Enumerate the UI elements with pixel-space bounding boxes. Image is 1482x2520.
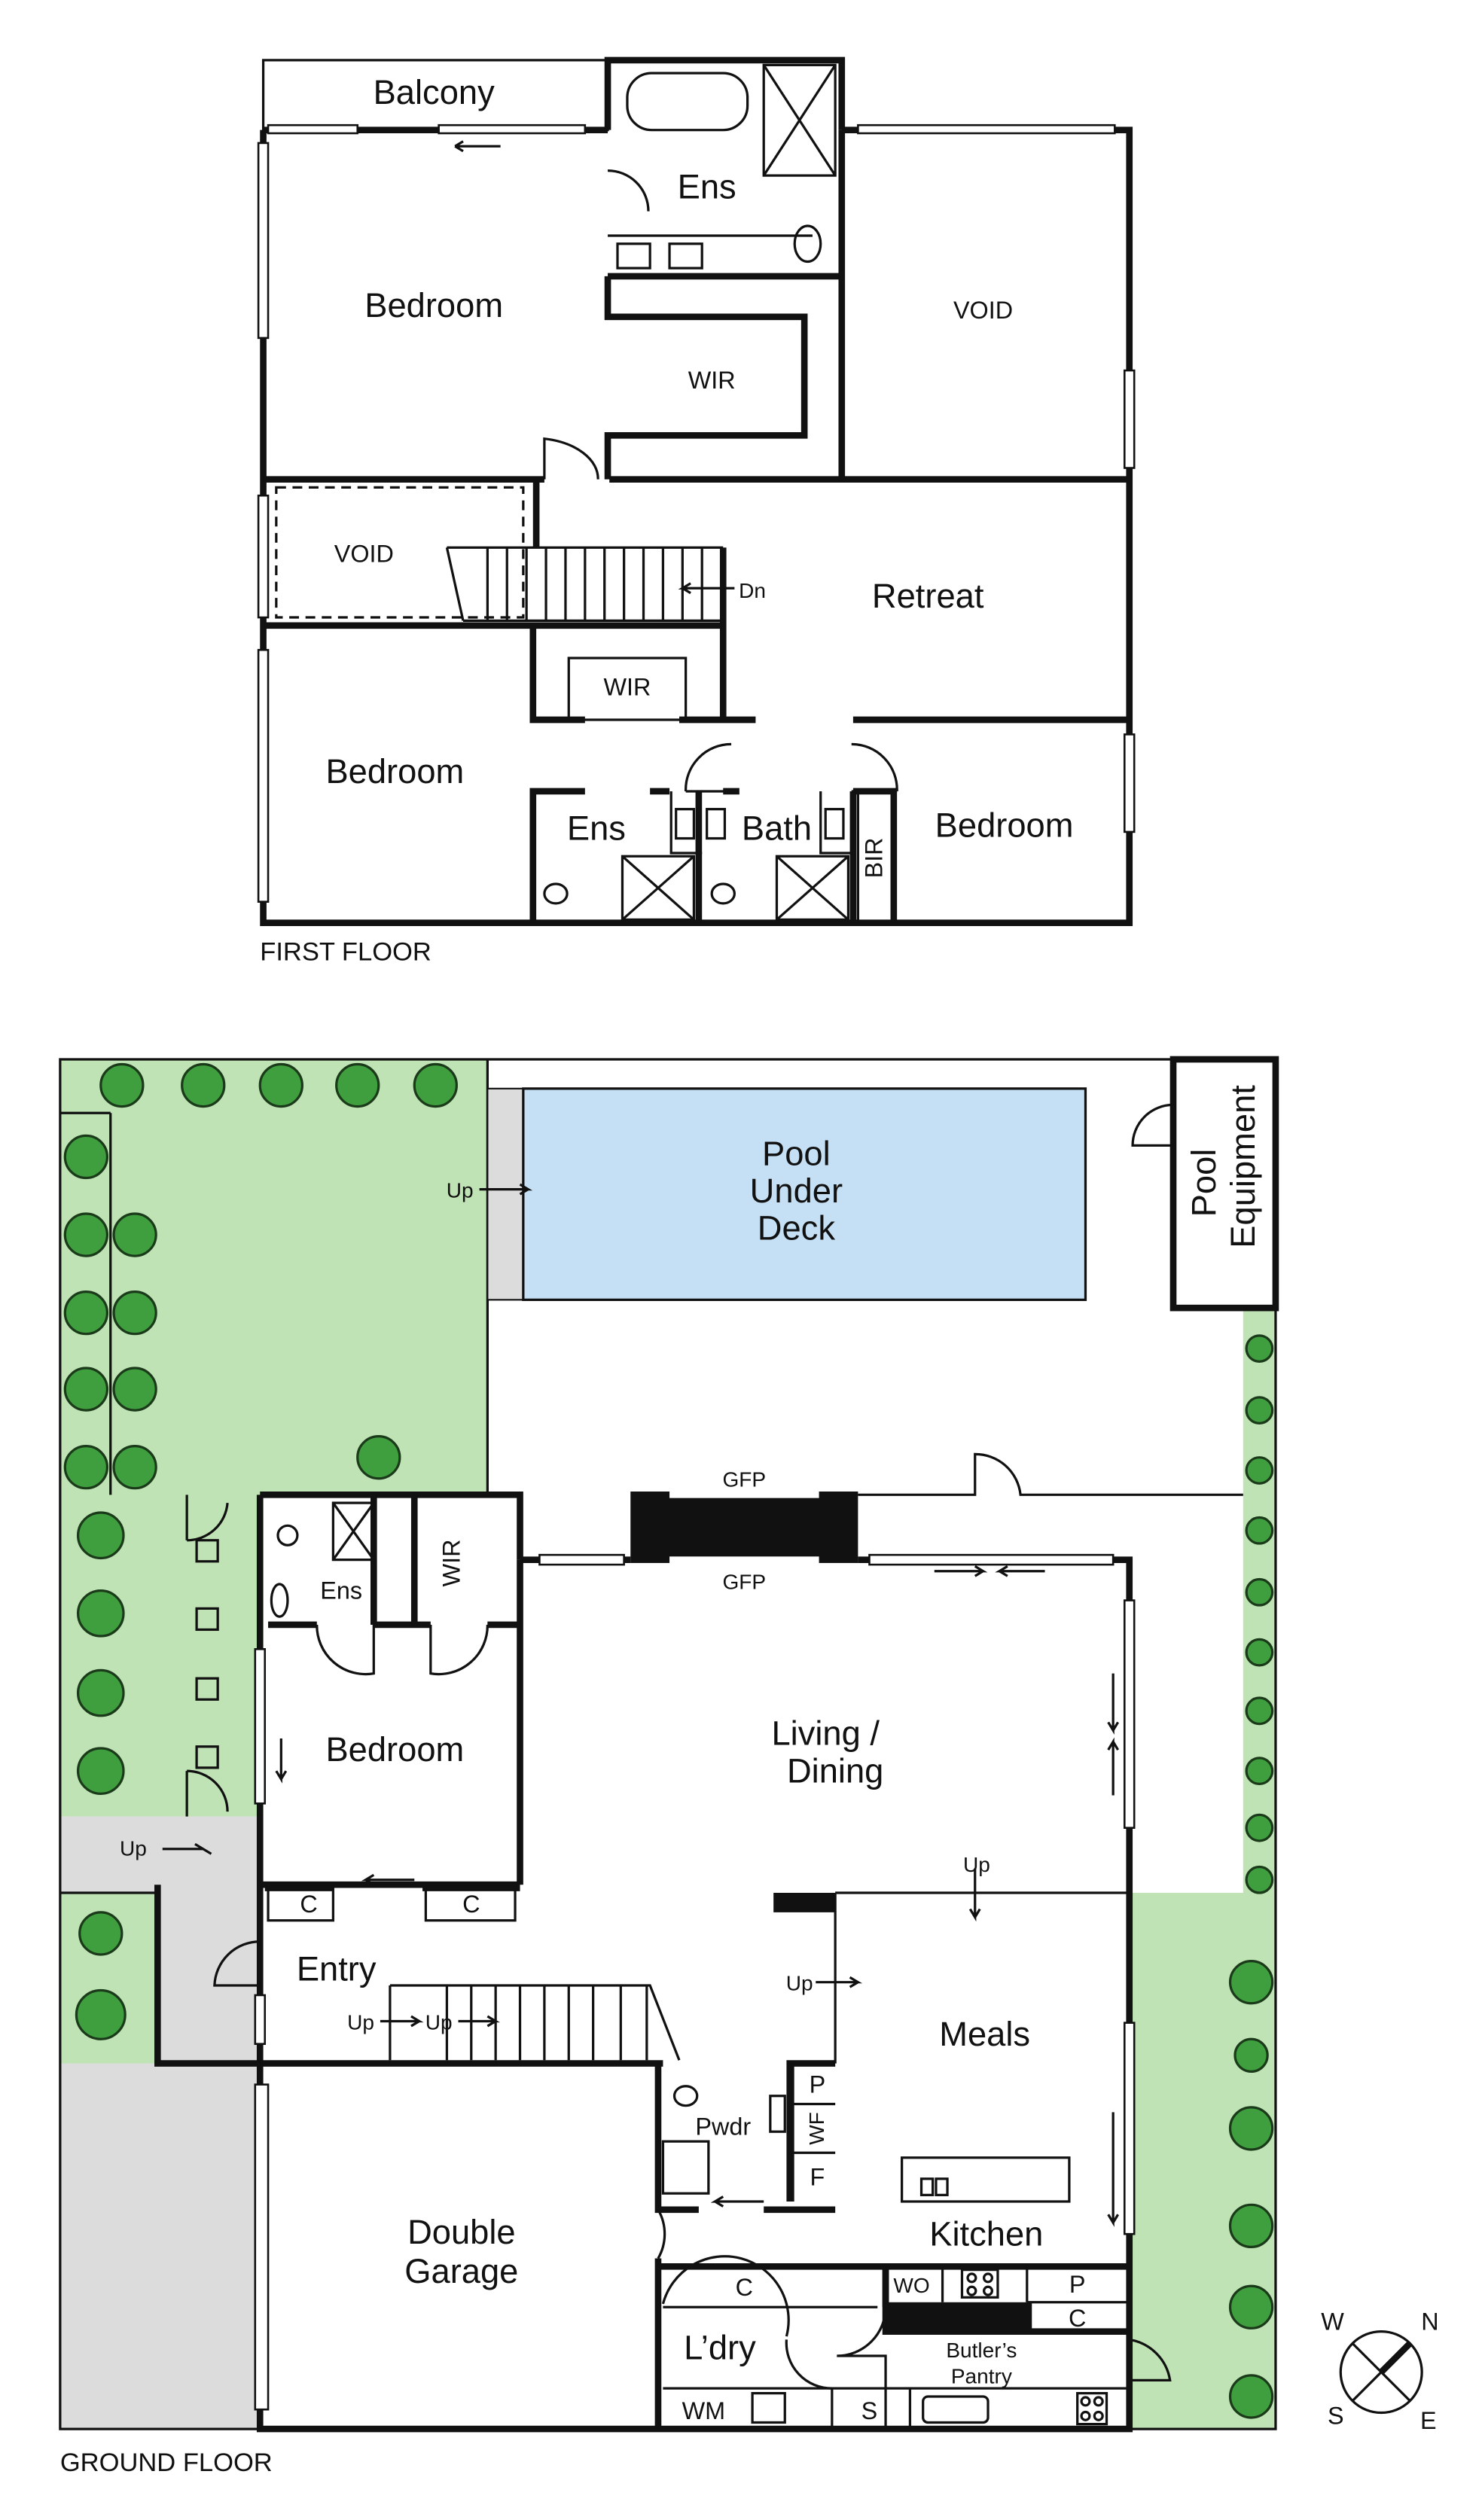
entry-up-label: Up (425, 2010, 453, 2034)
room-label-bedroom: Bedroom (325, 1730, 464, 1769)
room-label-living: Living / (771, 1714, 880, 1753)
room-label-laundry: L’dry (684, 2328, 756, 2366)
trees (63, 1062, 1274, 2419)
room-label-ensuite: Ens (320, 1577, 362, 1604)
pool (522, 1087, 1087, 1301)
shower (775, 855, 850, 922)
bathtub (626, 72, 749, 132)
fridge-label: F (810, 2163, 825, 2190)
pool-equipment-label: Pool (1185, 1149, 1223, 1217)
cupboard-label: C (300, 1891, 317, 1918)
kitchen-island (901, 2156, 1071, 2203)
pool-equipment-room (1169, 1056, 1279, 1312)
room-label-wir: WIR (603, 674, 651, 701)
gfp-label: GFP (722, 1570, 766, 1593)
room-label-garage: Garage (404, 2252, 518, 2290)
sink-label: S (861, 2397, 878, 2424)
room-label-kitchen: Kitchen (929, 2214, 1043, 2253)
compass-north: N (1421, 2308, 1438, 2335)
cupboard-label: C (736, 2274, 753, 2301)
wall-oven-label: WO (893, 2274, 929, 2297)
first-floor-plan: Balcony Ens Bedroom WIR VOID VOID Dn Ret… (257, 56, 1136, 966)
room-label-meals: Meals (939, 2015, 1030, 2053)
compass-west: W (1321, 2308, 1344, 2335)
living-up-label: Up (963, 1853, 990, 1876)
pantry-label: P (1069, 2271, 1086, 2298)
meals-up-label: Up (786, 1971, 813, 1994)
cupboard-label: C (1069, 2305, 1086, 2332)
staircase (380, 1984, 681, 2061)
floor-title: GROUND FLOOR (60, 2448, 273, 2477)
room-label-wir: WIR (688, 367, 736, 394)
room-label-bedroom: Bedroom (935, 806, 1074, 844)
room-label-entry: Entry (297, 1950, 377, 1988)
room-label-retreat: Retreat (872, 577, 984, 615)
room-label-wir: WIR (438, 1539, 465, 1586)
floor-title: FIRST FLOOR (260, 937, 431, 966)
shower (762, 63, 837, 177)
washing-machine-label: WM (682, 2397, 726, 2424)
room-label-living: Dining (787, 1751, 883, 1790)
compass-south: S (1328, 2403, 1344, 2430)
entry-up-label: Up (347, 2010, 374, 2034)
compass-east: E (1420, 2407, 1437, 2434)
room-label-bedroom: Bedroom (364, 286, 503, 325)
room-label-bath: Bath (742, 809, 812, 848)
pantry-label: P (810, 2071, 826, 2098)
gfp-label: GFP (722, 1468, 766, 1492)
room-label-void: VOID (953, 297, 1013, 324)
side-up-label: Up (120, 1836, 147, 1860)
fireplace (630, 1492, 858, 1563)
garden (59, 1059, 488, 1817)
room-label-garage: Double (407, 2213, 516, 2251)
stairs-down-label: Dn (739, 579, 766, 602)
room-label-ensuite: Ens (567, 809, 626, 848)
room-label-void: VOID (334, 541, 394, 568)
pool-step (486, 1087, 524, 1301)
staircase (445, 546, 735, 622)
pool-label: Pool (762, 1134, 831, 1172)
wall-fridge-label: WF (805, 2112, 828, 2145)
room-label-butlers-pantry: Butler’s (946, 2339, 1017, 2362)
shower (621, 855, 696, 922)
room-label-bir: BIR (861, 837, 888, 878)
cupboard-label: C (462, 1891, 480, 1918)
pool-label: Under (750, 1172, 843, 1210)
room-label-bedroom: Bedroom (325, 752, 464, 791)
ground-floor-plan: Pool Under Deck Pool Equipment Up GFP GF… (59, 1056, 1279, 2477)
void-dashed-area (275, 486, 525, 619)
window (267, 123, 359, 135)
room-label-butlers-pantry: Pantry (951, 2365, 1012, 2388)
pool-equipment-label: Equipment (1224, 1085, 1262, 1248)
compass-icon: W N S E (1321, 2308, 1438, 2434)
pool-up-label: Up (447, 1178, 474, 1202)
toilet-icon (793, 224, 822, 264)
room-label-powder: Pwdr (695, 2113, 751, 2141)
room-label-balcony: Balcony (374, 73, 496, 111)
room-label-ensuite: Ens (678, 167, 736, 206)
pool-label: Deck (758, 1209, 836, 1248)
